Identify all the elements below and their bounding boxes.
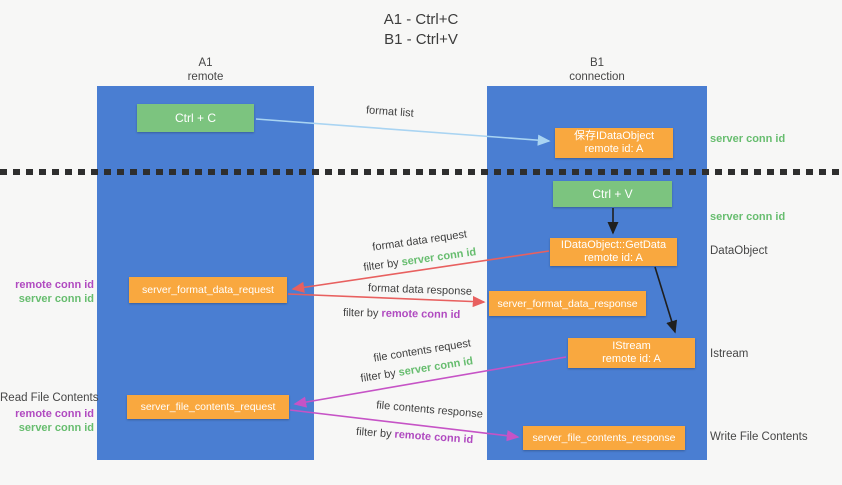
node-server-file-contents-response-label: server_file_contents_response bbox=[532, 432, 676, 444]
right-label-istream: Istream bbox=[710, 348, 749, 360]
node-save-idataobject-line1: 保存IDataObject bbox=[573, 130, 655, 142]
node-ctrl-c-label: Ctrl + C bbox=[174, 111, 216, 125]
node-server-format-data-response-label: server_format_data_response bbox=[497, 297, 638, 310]
phase-separator-dashed-line bbox=[0, 169, 842, 175]
title-line-1: A1 - Ctrl+C bbox=[383, 11, 459, 28]
left-label-remote-conn-id-1: remote conn id bbox=[15, 279, 94, 291]
label-format-list: format list bbox=[365, 104, 415, 120]
right-label-server-conn-id-mid: server conn id bbox=[710, 211, 786, 223]
remote-conn-id-text: remote conn id bbox=[394, 428, 474, 447]
node-server-format-data-request: server_format_data_request bbox=[129, 277, 287, 303]
column-b-name: B1 bbox=[589, 57, 605, 69]
left-label-server-conn-id-2: server conn id bbox=[18, 422, 94, 434]
right-label-server-conn-id-top: server conn id bbox=[710, 133, 786, 145]
column-b-role: connection bbox=[569, 71, 625, 83]
column-a-name: A1 bbox=[198, 57, 213, 69]
node-server-format-data-request-label: server_format_data_request bbox=[142, 284, 274, 296]
node-idataobject-getdata: IDataObject::GetData remote id: A bbox=[550, 238, 677, 266]
diagram-title: A1 - Ctrl+C B1 - Ctrl+V bbox=[0, 10, 842, 50]
label-format-data-response: format data response bbox=[367, 282, 473, 298]
filter-by-text: filter by bbox=[362, 257, 400, 274]
column-b-header: B1 connection bbox=[487, 56, 707, 84]
node-idataobject-getdata-line1: IDataObject::GetData bbox=[560, 239, 667, 251]
node-idataobject-getdata-line2: remote id: A bbox=[584, 252, 643, 264]
node-istream: IStream remote id: A bbox=[568, 338, 695, 368]
remote-conn-id-text: remote conn id bbox=[381, 307, 461, 322]
node-ctrl-c: Ctrl + C bbox=[137, 104, 254, 132]
node-istream-line2: remote id: A bbox=[602, 353, 661, 365]
filter-by-text: filter by bbox=[342, 306, 379, 320]
title-line-2: B1 - Ctrl+V bbox=[384, 31, 458, 48]
node-ctrl-v-label: Ctrl + V bbox=[592, 187, 633, 201]
node-server-file-contents-response: server_file_contents_response bbox=[523, 426, 685, 450]
right-label-write-file-contents: Write File Contents bbox=[710, 431, 808, 443]
node-server-file-contents-request-label: server_file_contents_request bbox=[140, 401, 276, 413]
node-save-idataobject-line2: remote id: A bbox=[584, 143, 644, 155]
filter-by-text: filter by bbox=[355, 425, 392, 441]
node-save-idataobject: 保存IDataObject remote id: A bbox=[555, 128, 673, 158]
server-conn-id-text: server conn id bbox=[400, 246, 477, 269]
left-label-read-file-contents: Read File Contents bbox=[0, 392, 99, 404]
left-label-remote-conn-id-2: remote conn id bbox=[15, 408, 94, 420]
node-server-file-contents-request: server_file_contents_request bbox=[127, 395, 289, 419]
left-label-server-conn-id-1: server conn id bbox=[18, 293, 94, 305]
filter-by-text: filter by bbox=[359, 367, 397, 385]
node-ctrl-v: Ctrl + V bbox=[553, 181, 672, 207]
label-file-contents-response: file contents response bbox=[375, 399, 484, 421]
right-label-dataobject: DataObject bbox=[710, 245, 768, 257]
node-server-format-data-response: server_format_data_response bbox=[489, 291, 646, 316]
column-a-role: remote bbox=[187, 71, 224, 83]
node-istream-line1: IStream bbox=[612, 340, 651, 352]
column-a-header: A1 remote bbox=[97, 56, 314, 84]
